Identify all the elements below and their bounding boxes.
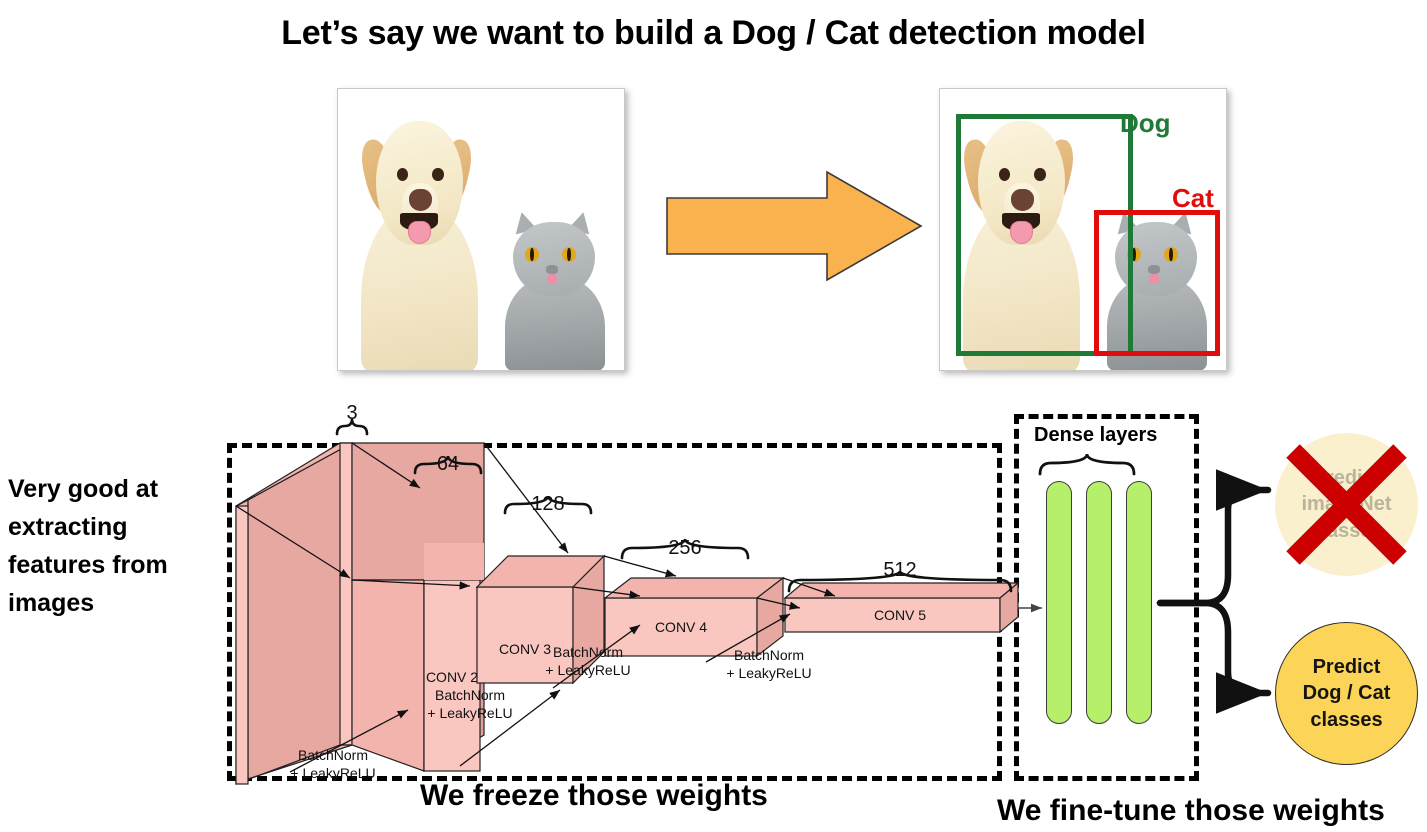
- dog-eye-left: [396, 167, 409, 182]
- bounding-box-cat: [1094, 209, 1221, 356]
- cat-eye-right: [1163, 246, 1179, 263]
- dog-illustration: [349, 106, 538, 370]
- cat-eye-right: [561, 246, 577, 263]
- dog-tongue: [1009, 220, 1033, 245]
- imagenet-line-1: Predict: [1312, 466, 1381, 489]
- dense-layer-bar: [1046, 481, 1072, 724]
- page-title: Let’s say we want to build a Dog / Cat d…: [281, 14, 1146, 52]
- detected-image-panel: [939, 88, 1227, 371]
- cat-tongue: [1148, 273, 1160, 284]
- dog-eye-right: [1034, 167, 1047, 182]
- transform-arrow-icon: [666, 170, 923, 282]
- cat-nose: [545, 265, 558, 274]
- imagenet-line-3: classes: [1310, 519, 1383, 542]
- dense-layers-title: Dense layers: [1034, 424, 1158, 446]
- predict-imagenet-classes-node: Predict imageNet classes: [1275, 433, 1418, 576]
- dog-illustration: [951, 106, 1140, 370]
- bounding-box-label-cat: Cat: [1172, 183, 1214, 213]
- cat-eye-left: [524, 246, 540, 263]
- dogcat-line-2: Dog / Cat: [1302, 682, 1391, 705]
- channels-label-1: 3: [346, 402, 357, 424]
- imagenet-line-2: imageNet: [1301, 493, 1392, 516]
- predict-dog-cat-classes-node: Predict Dog / Cat classes: [1275, 622, 1418, 765]
- bounding-box-dog: [955, 114, 1134, 356]
- dogcat-line-1: Predict: [1312, 655, 1381, 678]
- dog-nose: [408, 188, 432, 211]
- cat-illustration: [487, 201, 619, 370]
- dog-eye-right: [432, 167, 445, 182]
- dog-eye-left: [998, 167, 1011, 182]
- dense-layer-bar: [1086, 481, 1112, 724]
- cat-tongue: [546, 273, 558, 284]
- freeze-weights-caption: We freeze those weights: [420, 779, 768, 812]
- bounding-box-label-dog: Dog: [1120, 108, 1171, 138]
- frozen-weights-region: [227, 443, 1002, 781]
- feature-extraction-caption: Very good at extracting features from im…: [8, 475, 168, 617]
- dense-layer-bar: [1126, 481, 1152, 724]
- dog-nose: [1010, 188, 1034, 211]
- dog-tongue: [407, 220, 431, 245]
- cat-nose: [1147, 265, 1160, 274]
- finetune-weights-caption: We fine-tune those weights: [997, 794, 1385, 827]
- source-image-panel: [337, 88, 625, 371]
- dogcat-line-3: classes: [1310, 708, 1383, 731]
